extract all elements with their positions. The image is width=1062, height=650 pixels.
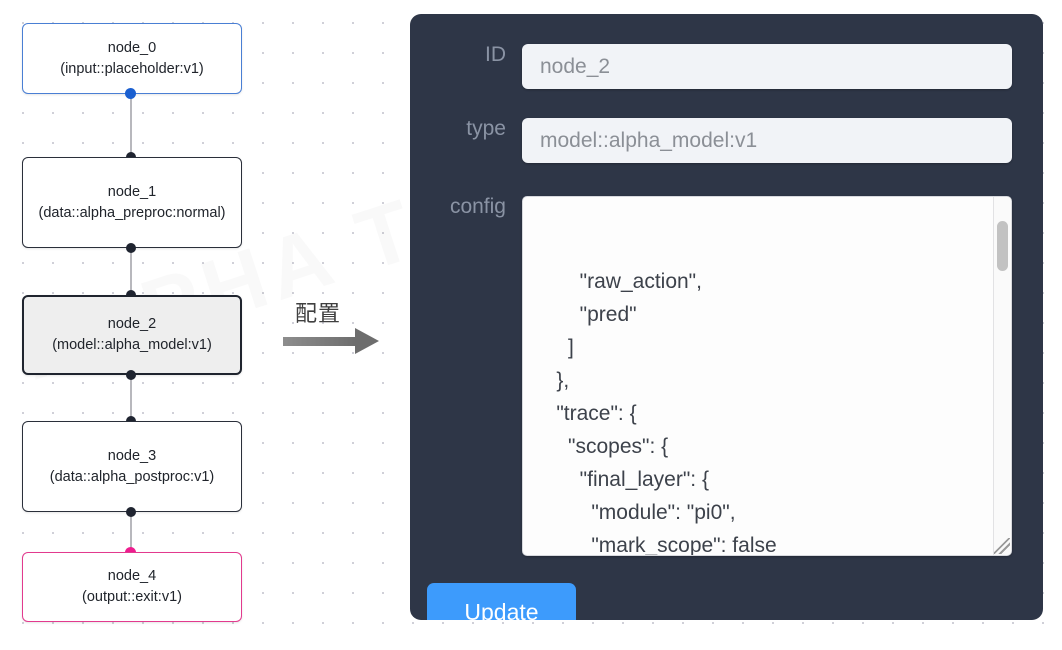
- port-out-node_2[interactable]: [126, 370, 136, 380]
- graph-node-node_4[interactable]: node_4 (output::exit:v1): [22, 552, 242, 622]
- graph-node-node_2[interactable]: node_2 (model::alpha_model:v1): [22, 295, 242, 375]
- type-input[interactable]: [522, 118, 1012, 163]
- config-field-label: config: [449, 195, 506, 218]
- transition-label: 配置: [295, 302, 342, 327]
- node-graph[interactable]: node_0 (input::placeholder:v1) node_1 (d…: [0, 0, 400, 643]
- graph-node-node_1[interactable]: node_1 (data::alpha_preproc:normal): [22, 157, 242, 248]
- config-scrollbar-thumb[interactable]: [997, 221, 1008, 271]
- field-row-config: config "raw_action", "pred" ] }, "trace"…: [410, 196, 1012, 556]
- config-textarea[interactable]: "raw_action", "pred" ] }, "trace": { "sc…: [522, 196, 1012, 556]
- node-type-label: (data::alpha_postproc:v1): [49, 468, 215, 485]
- node-inspector-panel: ID type config "raw_action", "pred" ] },…: [410, 14, 1043, 620]
- port-out-node_3[interactable]: [126, 507, 136, 517]
- port-out-node_1[interactable]: [126, 243, 136, 253]
- edge-2-3: [130, 375, 132, 421]
- edge-3-4: [130, 512, 132, 552]
- arrow-right-icon: [283, 337, 357, 346]
- graph-node-node_3[interactable]: node_3 (data::alpha_postproc:v1): [22, 421, 242, 512]
- node-type-label: (input::placeholder:v1): [60, 60, 204, 77]
- graph-node-node_0[interactable]: node_0 (input::placeholder:v1): [22, 23, 242, 94]
- edge-0-1: [130, 93, 132, 157]
- node-id-label: node_3: [107, 447, 157, 464]
- update-button[interactable]: Update: [427, 583, 576, 620]
- field-row-type: type: [410, 118, 1012, 163]
- node-id-label: node_2: [107, 316, 157, 333]
- node-id-label: node_0: [107, 39, 157, 56]
- port-out-node_0[interactable]: [125, 88, 136, 99]
- config-scrollbar[interactable]: [993, 197, 1011, 555]
- id-field-label: ID: [485, 43, 506, 66]
- node-id-label: node_4: [107, 568, 157, 585]
- config-textarea-value: "raw_action", "pred" ] }, "trace": { "sc…: [556, 270, 777, 556]
- node-type-label: (data::alpha_preproc:normal): [38, 204, 226, 221]
- node-id-label: node_1: [107, 183, 157, 200]
- resize-handle-icon[interactable]: [994, 538, 1010, 554]
- edge-1-2: [130, 248, 132, 295]
- arrow-head-icon: [355, 328, 379, 354]
- type-field-label: type: [466, 117, 506, 140]
- id-input[interactable]: [522, 44, 1012, 89]
- field-row-id: ID: [410, 44, 1012, 89]
- node-type-label: (output::exit:v1): [82, 589, 182, 605]
- transition-arrow-group: 配置: [283, 296, 398, 362]
- node-type-label: (model::alpha_model:v1): [52, 337, 212, 353]
